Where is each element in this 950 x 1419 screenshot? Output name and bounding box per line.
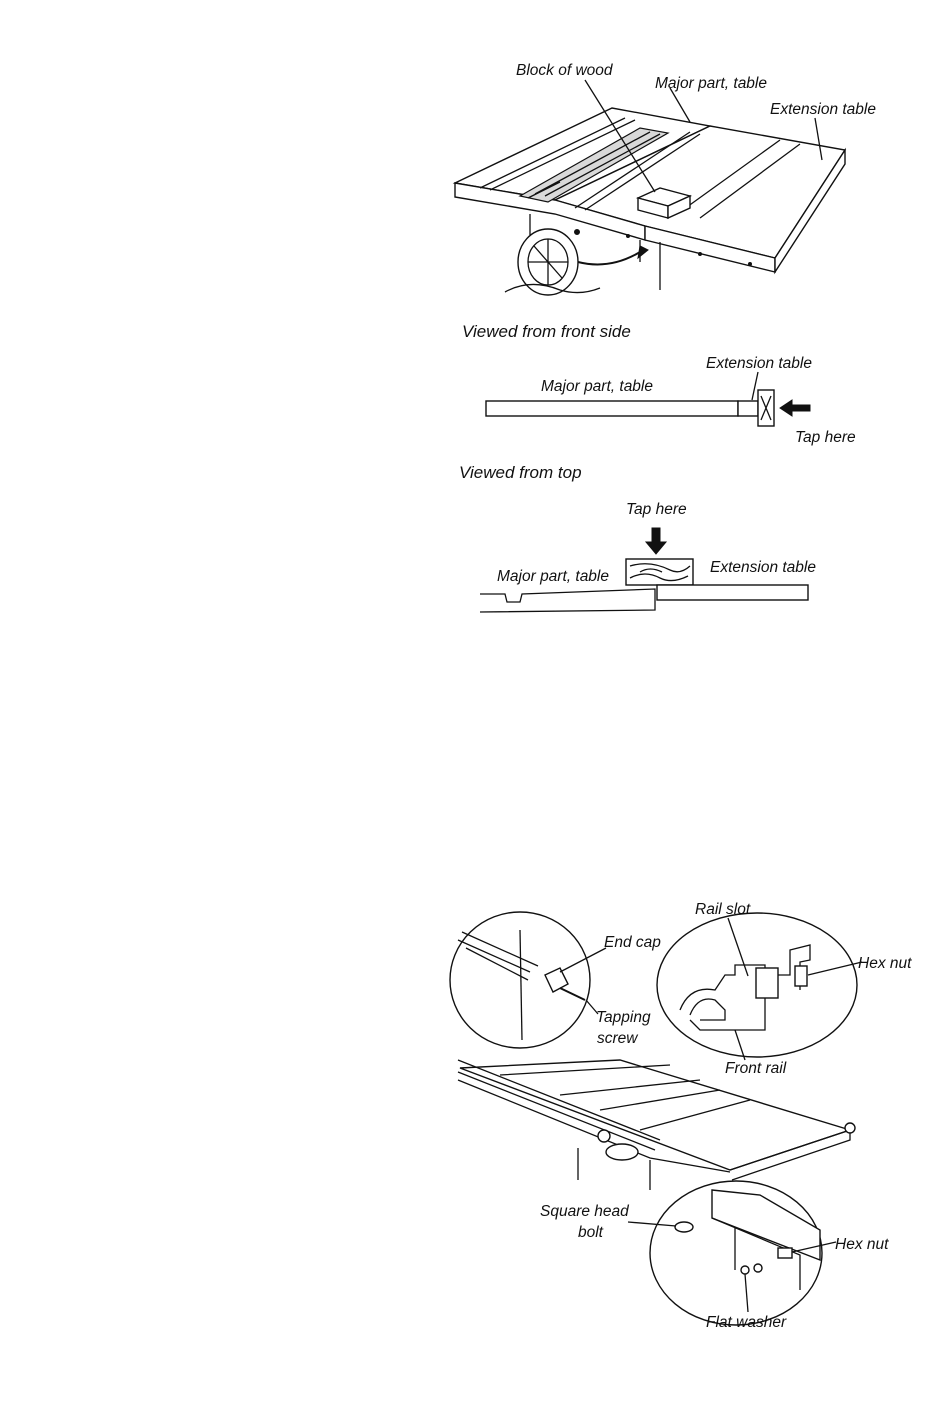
rotate-arrow-head: [638, 246, 648, 258]
screw-dot: [627, 235, 630, 238]
flat-washer: [741, 1266, 749, 1274]
handwheel-bottom: [606, 1144, 638, 1160]
major-table-slab: [480, 589, 655, 612]
label-block-of-wood: Block of wood: [516, 62, 614, 79]
label-screw: screw: [597, 1030, 639, 1047]
label-major-part-top: Major part, table: [497, 568, 609, 585]
leader-extension-front: [752, 372, 758, 400]
label-flat-washer: Flat washer: [706, 1314, 787, 1331]
extension-slab: [657, 585, 808, 600]
label-front-rail: Front rail: [725, 1060, 787, 1077]
label-end-cap: End cap: [604, 934, 661, 951]
label-rail-slot: Rail slot: [695, 901, 751, 918]
tap-arrow-left: [780, 400, 810, 416]
figure-top-view: Viewed from top Tap here Major part, tab…: [459, 463, 816, 612]
wood-block-top: [626, 559, 693, 585]
label-hex-nut-top: Hex nut: [858, 955, 912, 972]
leader-major-part: [670, 88, 690, 122]
label-bolt: bolt: [578, 1224, 604, 1241]
label-major-part-front: Major part, table: [541, 378, 653, 395]
rail-end-knob: [845, 1123, 855, 1133]
rotate-arrow: [578, 252, 640, 264]
label-extension-table: Extension table: [770, 101, 876, 118]
extension-table-edge: [738, 401, 758, 416]
hex-nut-small: [754, 1264, 762, 1272]
rail-slot-bracket: [756, 968, 778, 998]
figure-front-view: Viewed from front side Extension table M…: [462, 322, 856, 446]
label-extension-table-front: Extension table: [706, 355, 812, 372]
rail-table-top: [460, 1060, 850, 1170]
screw-dot: [749, 263, 752, 266]
label-tapping: Tapping: [596, 1009, 651, 1026]
caption-top: Viewed from top: [459, 463, 582, 482]
caption-front-side: Viewed from front side: [462, 322, 631, 341]
label-extension-table-top: Extension table: [710, 559, 816, 576]
label-tap-here-top: Tap here: [626, 501, 687, 518]
tap-arrow-down: [646, 528, 666, 554]
label-square-head: Square head: [540, 1203, 630, 1220]
adjust-knob: [598, 1130, 610, 1142]
square-head-bolt-detail: [675, 1222, 693, 1232]
figure-table-isometric: Block of wood Major part, table Extensio…: [455, 62, 876, 295]
hex-nut-detail: [795, 966, 807, 986]
major-table-bar: [486, 401, 738, 416]
label-major-part-table: Major part, table: [655, 75, 767, 92]
label-tap-here-front: Tap here: [795, 429, 856, 446]
label-hex-nut-bottom: Hex nut: [835, 1236, 889, 1253]
figure-rail-assembly: Rail slot End cap Hex nut Tapping screw …: [450, 901, 912, 1331]
hex-nut-bottom-detail: [778, 1248, 792, 1258]
screw-dot: [575, 230, 580, 235]
screw-dot: [699, 253, 702, 256]
